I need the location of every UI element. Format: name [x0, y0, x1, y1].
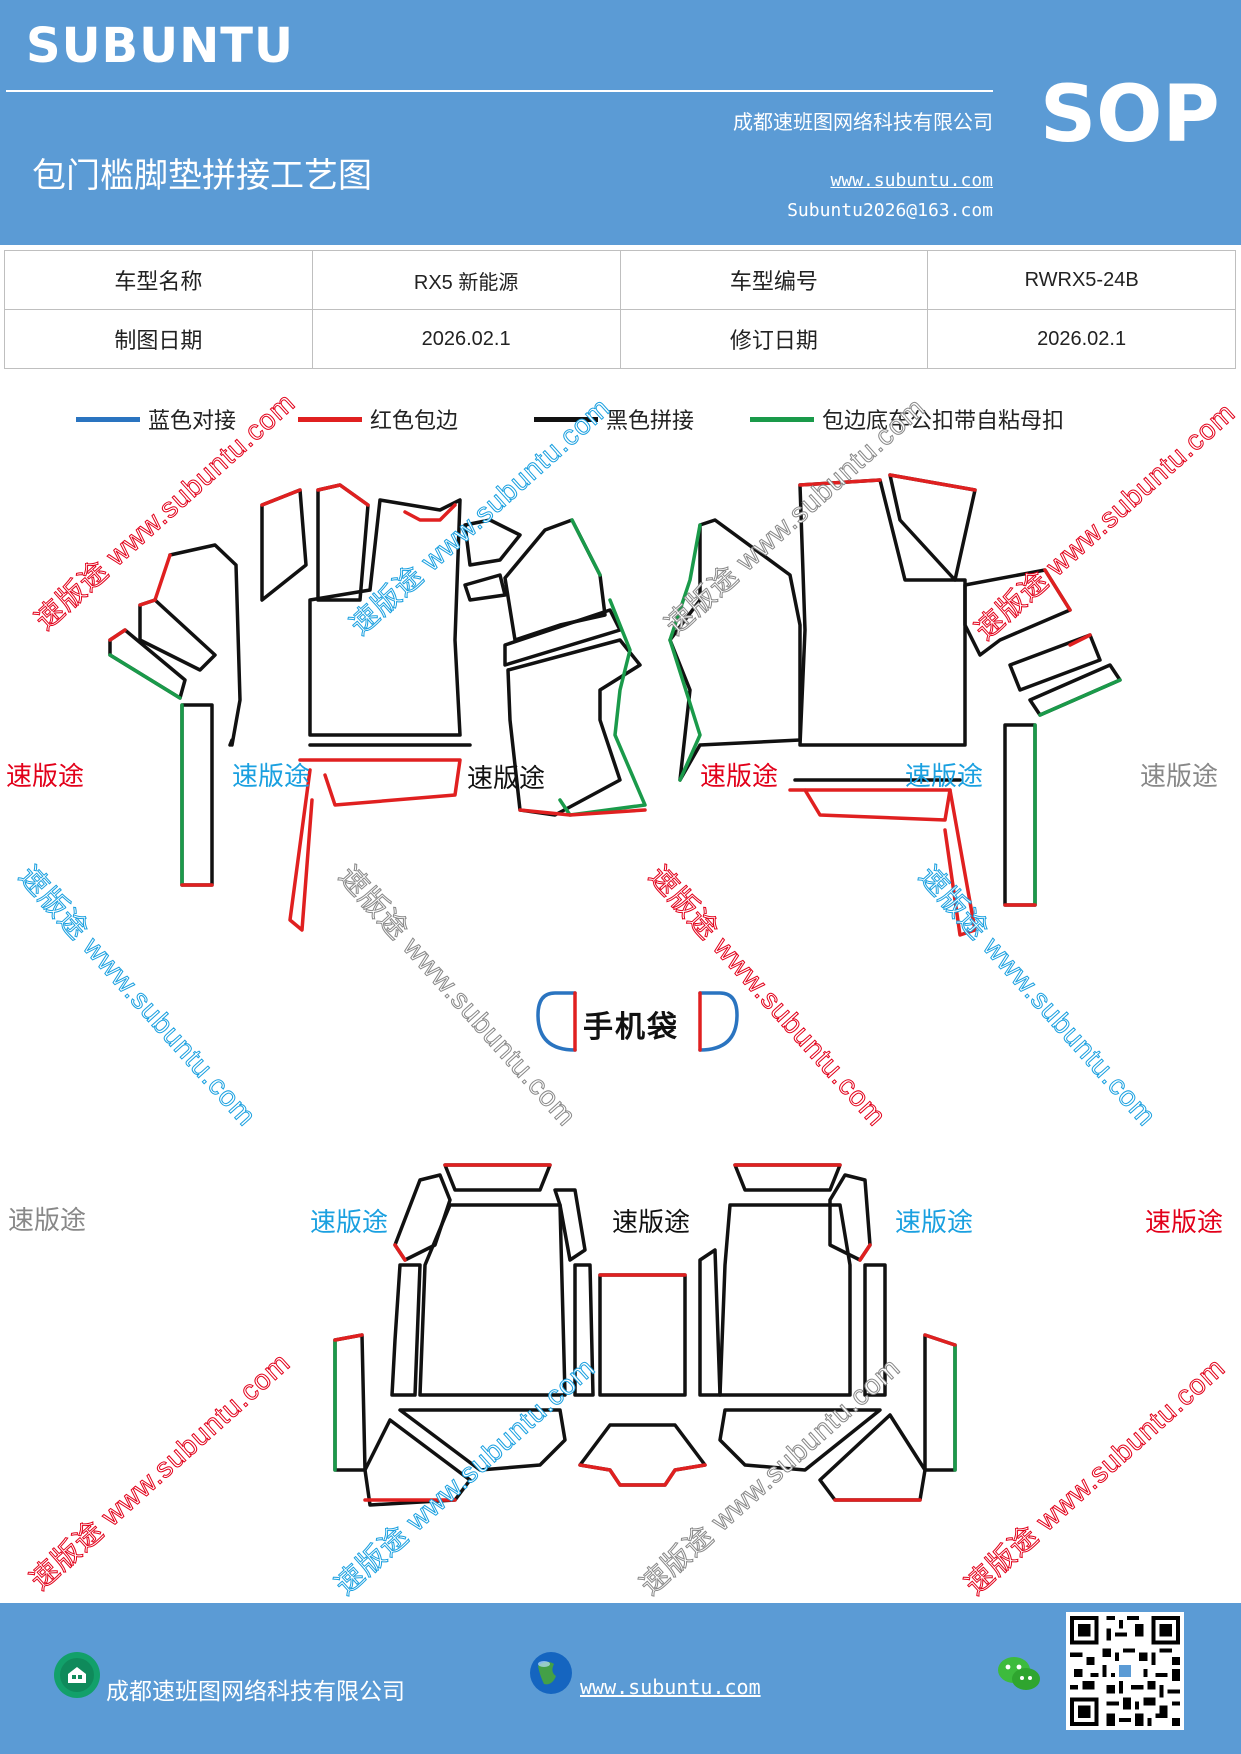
watermark-brand: 速版途 — [700, 761, 779, 791]
draw-date-value: 2026.02.1 — [311, 309, 621, 369]
legend-blue-swatch — [76, 416, 140, 422]
watermark-brand: 速版途 — [1140, 761, 1219, 791]
phone-bag-label: 手机袋 — [583, 1010, 679, 1045]
building-icon — [54, 1652, 100, 1698]
watermark-brand: 速版途 — [8, 1205, 87, 1235]
legend-red-label: 红色包边 — [370, 409, 459, 434]
watermark-brand: 速版途 — [612, 1207, 691, 1237]
watermark-brand: 速版途 — [467, 763, 546, 793]
legend-red-swatch — [298, 416, 362, 422]
watermark-brand: 速版途 — [232, 761, 311, 791]
qr-code — [1066, 1612, 1184, 1730]
phone-bag-diagram — [536, 991, 739, 1052]
legend-blue-label: 蓝色对接 — [148, 409, 237, 434]
header: SUBUNTU SOP 成都速班图网络科技有限公司 包门槛脚垫拼接工艺图 www… — [0, 0, 1241, 245]
model-code-label: 车型编号 — [619, 250, 929, 310]
legend-black: 黑色拼接 — [534, 402, 694, 436]
front-left-mats — [108, 483, 647, 932]
legend-black-label: 黑色拼接 — [606, 409, 695, 434]
legend-green: 包边底车公扣带自粘母扣 — [750, 402, 1064, 436]
brand-logo: SUBUNTU — [26, 18, 294, 74]
footer-company: 成都速班图网络科技有限公司 — [106, 1679, 405, 1705]
legend-red: 红色包边 — [298, 402, 458, 436]
table-row: 车型名称 RX5 新能源 车型编号 RWRX5-24B — [4, 250, 1236, 310]
watermark-brand: 速版途 — [1145, 1207, 1224, 1237]
legend-black-swatch — [534, 416, 598, 422]
front-right-mats — [668, 473, 1122, 937]
page-title: 包门槛脚垫拼接工艺图 — [32, 156, 372, 196]
mat-pattern-diagram — [108, 473, 1122, 1507]
rear-mats — [333, 1163, 957, 1507]
model-code-value: RWRX5-24B — [927, 250, 1236, 310]
table-row: 制图日期 2026.02.1 修订日期 2026.02.1 — [4, 309, 1236, 369]
header-email[interactable]: Subuntu2026@163.com — [787, 200, 993, 221]
footer-website-link[interactable]: www.subuntu.com — [580, 1675, 761, 1699]
watermark-brand: 速版途 — [905, 761, 984, 791]
watermark-brand: 速版途 — [895, 1207, 974, 1237]
header-divider — [6, 90, 993, 92]
header-website-link[interactable]: www.subuntu.com — [830, 170, 993, 191]
legend-green-label: 包边底车公扣带自粘母扣 — [822, 409, 1065, 434]
draw-date-label: 制图日期 — [4, 309, 313, 369]
watermark-brand: 速版途 — [6, 761, 85, 791]
revise-date-value: 2026.02.1 — [927, 309, 1236, 369]
header-company: 成都速班图网络科技有限公司 — [733, 110, 993, 134]
revise-date-label: 修订日期 — [619, 309, 929, 369]
wechat-icon[interactable] — [996, 1652, 1042, 1696]
model-name-label: 车型名称 — [4, 250, 313, 310]
legend-green-swatch — [750, 416, 814, 422]
info-table: 车型名称 RX5 新能源 车型编号 RWRX5-24B 制图日期 2026.02… — [4, 250, 1236, 369]
sop-badge: SOP — [1040, 70, 1220, 160]
model-name-value: RX5 新能源 — [311, 250, 621, 310]
globe-icon — [528, 1650, 574, 1696]
watermark-brand: 速版途 — [310, 1207, 389, 1237]
legend-blue: 蓝色对接 — [76, 402, 236, 436]
